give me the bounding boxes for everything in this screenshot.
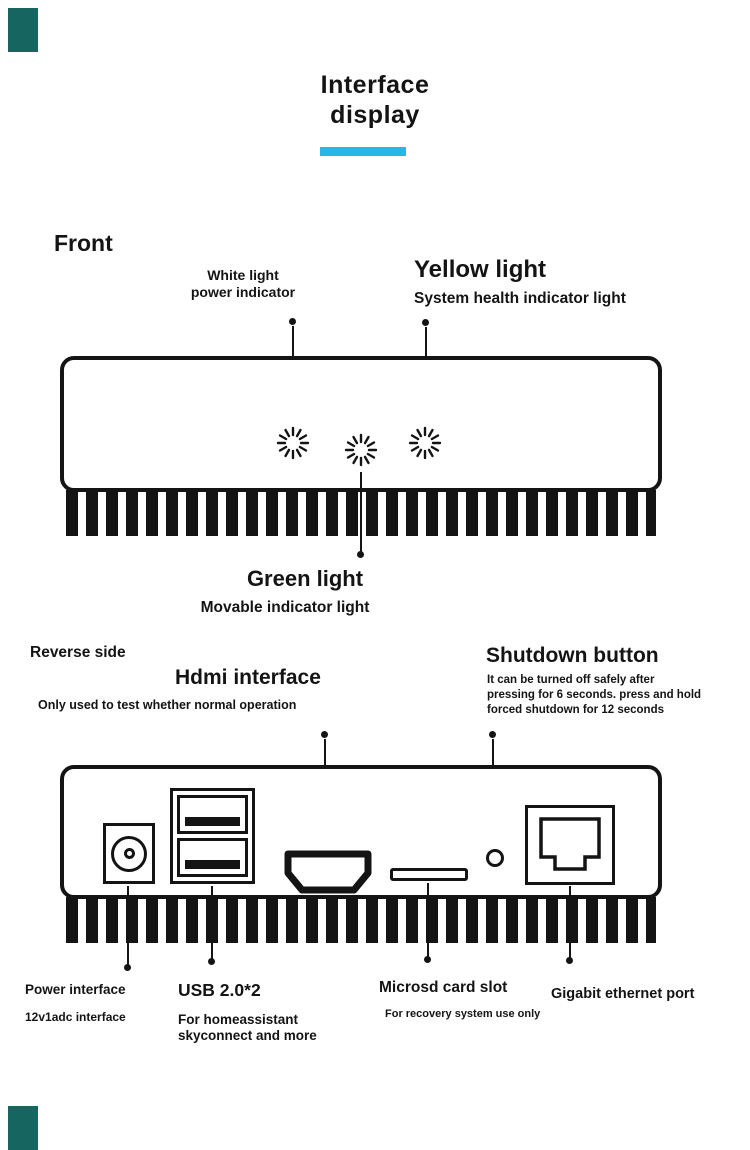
usb-subtitle: For homeassistant skyconnect and more bbox=[178, 1012, 317, 1044]
yellow-light-pointer-dot bbox=[422, 319, 429, 326]
microsd-subtitle: For recovery system use only bbox=[385, 1008, 541, 1020]
shutdown-button[interactable] bbox=[486, 849, 504, 867]
green-light-pointer-dot bbox=[357, 551, 364, 558]
white-light-pointer-dot bbox=[289, 318, 296, 325]
green-movable-led-icon bbox=[344, 433, 378, 467]
ethernet-pointer-line bbox=[569, 886, 571, 959]
microsd-pointer-dot bbox=[424, 956, 431, 963]
shutdown-pointer-dot bbox=[489, 731, 496, 738]
usb-subtitle-line1: For homeassistant bbox=[178, 1012, 299, 1027]
page-title-line1: Interface bbox=[320, 71, 430, 99]
usb-port-2 bbox=[177, 838, 248, 877]
title-underline-bar bbox=[320, 147, 406, 156]
microsd-title: Microsd card slot bbox=[379, 979, 508, 996]
power-interface-title: Power interface bbox=[25, 982, 126, 997]
usb-ports-block bbox=[170, 788, 255, 884]
green-light-subtitle: Movable indicator light bbox=[200, 599, 370, 616]
power-interface-subtitle: 12v1adc interface bbox=[25, 1010, 126, 1024]
usb-port-1-tongue bbox=[185, 817, 240, 826]
corner-decoration-bottom bbox=[8, 1106, 38, 1150]
green-light-pointer-line bbox=[360, 472, 362, 552]
shutdown-button-description: It can be turned off safely after pressi… bbox=[487, 673, 701, 718]
white-light-label: White light power indicator bbox=[168, 267, 318, 301]
page-title: Interface display bbox=[0, 70, 750, 130]
yellow-light-subtitle: System health indicator light bbox=[414, 290, 626, 307]
usb-port-2-tongue bbox=[185, 860, 240, 869]
reverse-side-heading: Reverse side bbox=[30, 644, 126, 661]
yellow-health-led-icon bbox=[408, 426, 442, 460]
ethernet-port bbox=[525, 805, 615, 885]
power-pointer-line bbox=[127, 886, 129, 966]
power-jack-port bbox=[103, 823, 155, 884]
rear-heatsink-fins bbox=[66, 897, 656, 943]
hdmi-pointer-dot bbox=[321, 731, 328, 738]
usb-pointer-dot bbox=[208, 958, 215, 965]
green-light-title: Green light bbox=[246, 566, 364, 591]
front-heading: Front bbox=[54, 230, 113, 256]
usb-subtitle-line2: skyconnect and more bbox=[178, 1028, 317, 1043]
white-power-led-icon bbox=[276, 426, 310, 460]
corner-decoration-top bbox=[8, 8, 38, 52]
hdmi-interface-subtitle: Only used to test whether normal operati… bbox=[38, 698, 297, 712]
hdmi-interface-title: Hdmi interface bbox=[175, 666, 321, 689]
microsd-slot bbox=[390, 868, 468, 881]
microsd-pointer-line bbox=[427, 883, 429, 958]
hdmi-port-icon bbox=[284, 850, 372, 894]
ethernet-pointer-dot bbox=[566, 957, 573, 964]
yellow-light-title: Yellow light bbox=[414, 256, 547, 283]
page-title-line2: display bbox=[330, 101, 420, 129]
shutdown-button-title: Shutdown button bbox=[486, 644, 659, 667]
ethernet-title: Gigabit ethernet port bbox=[551, 986, 695, 1002]
shutdown-desc-line1: It can be turned off safely after bbox=[487, 674, 655, 686]
white-light-label-line2: power indicator bbox=[190, 284, 296, 300]
power-jack-pin-icon bbox=[123, 848, 135, 859]
power-jack-barrel-icon bbox=[111, 835, 147, 872]
usb-title: USB 2.0*2 bbox=[178, 980, 261, 1000]
shutdown-desc-line3: forced shutdown for 12 seconds bbox=[487, 704, 664, 716]
power-pointer-dot bbox=[124, 964, 131, 971]
white-light-label-line1: White light bbox=[207, 267, 279, 283]
usb-port-1 bbox=[177, 795, 248, 834]
usb-pointer-line bbox=[211, 886, 213, 960]
rj45-jack-icon bbox=[539, 817, 601, 871]
shutdown-desc-line2: pressing for 6 seconds. press and hold bbox=[487, 689, 702, 701]
